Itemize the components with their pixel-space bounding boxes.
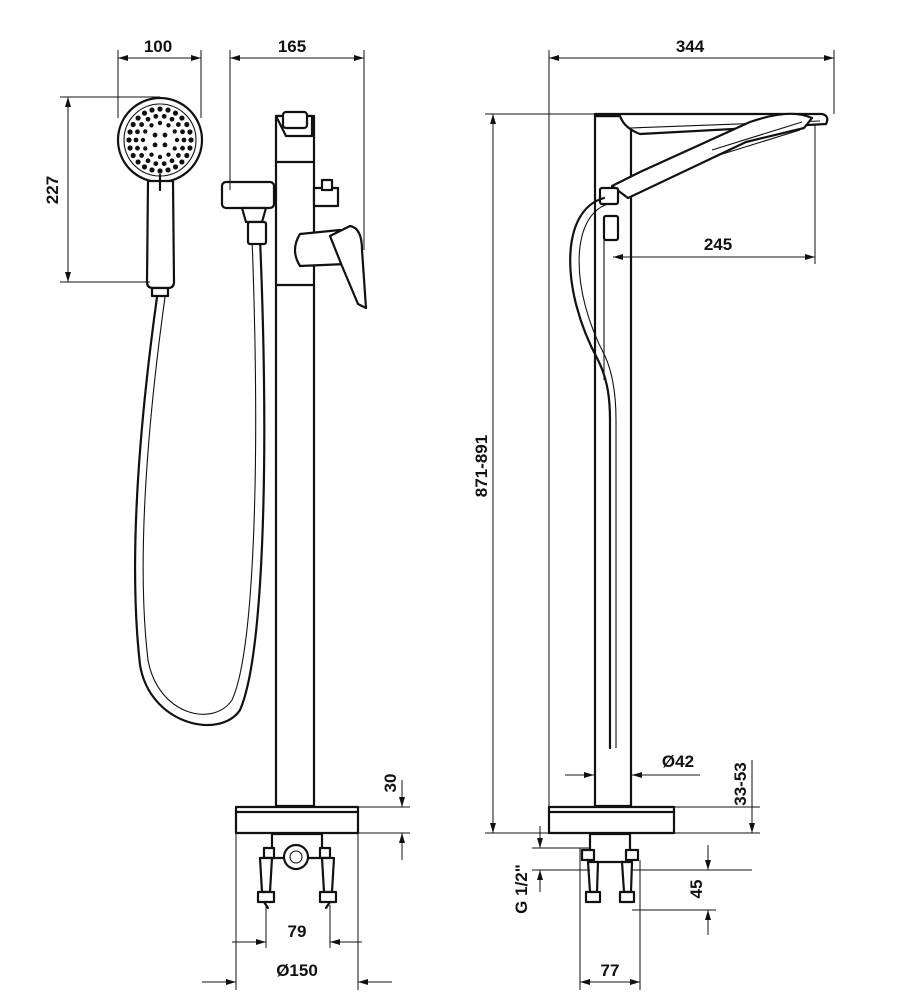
nozzle-dot <box>181 137 187 143</box>
nozzle-dot <box>166 152 171 157</box>
dim-spout-projection: 165 <box>278 37 306 56</box>
nozzle-dot <box>162 132 168 138</box>
nozzle-dot <box>139 122 145 127</box>
nozzle-dot <box>153 113 159 119</box>
nozzle-dot <box>130 152 136 159</box>
nozzle-dot <box>174 137 180 143</box>
nozzle-dot <box>149 107 155 113</box>
nozzle-dot <box>184 152 190 159</box>
nozzle-dot <box>145 158 151 164</box>
side-floor-fixing <box>580 832 640 904</box>
dimension-labels: 100 165 227 344 245 871-891 Ø42 30 33-53… <box>43 37 750 980</box>
nozzle-dot <box>165 167 171 173</box>
nozzle-dot <box>149 152 154 157</box>
nozzle-dot <box>166 123 171 128</box>
dim-overall-depth: 344 <box>676 37 705 56</box>
nozzle-dot <box>149 123 154 128</box>
nozzle-dot <box>130 121 136 128</box>
nozzle-dot <box>175 122 181 127</box>
nozzle-dot <box>179 159 185 165</box>
nozzle-dot <box>127 145 133 151</box>
nozzle-dot <box>135 145 140 151</box>
dim-leg-spacing-front: 79 <box>288 922 307 941</box>
nozzle-dot <box>179 115 185 121</box>
dimension-lines <box>60 50 835 990</box>
nozzle-dot <box>162 142 168 148</box>
nozzle-dot <box>157 154 163 160</box>
nozzle-dot <box>169 116 175 122</box>
front-view <box>116 96 368 910</box>
nozzle-dot <box>172 164 179 170</box>
dim-connection-thread: G 1/2" <box>512 864 531 914</box>
dim-column-diameter: Ø42 <box>662 752 694 771</box>
nozzle-dot <box>141 110 148 116</box>
side-hose <box>569 196 612 750</box>
dim-overall-height: 871-891 <box>472 435 491 497</box>
nozzle-dot <box>180 129 185 135</box>
nozzle-dot <box>143 146 148 151</box>
nozzle-dot <box>172 110 179 116</box>
nozzle-dot <box>157 106 163 112</box>
nozzle-dot <box>153 161 159 167</box>
dim-leg-spacing-side: 77 <box>601 961 620 980</box>
dim-shower-head-width: 100 <box>144 37 172 56</box>
front-floor-fixing <box>256 832 338 910</box>
shower-hose <box>134 236 266 727</box>
nozzle-dot <box>175 153 181 158</box>
hand-shower <box>116 96 204 298</box>
nozzle-dot <box>172 129 177 134</box>
nozzle-dot <box>149 167 155 173</box>
side-view <box>547 112 829 904</box>
nozzle-dot <box>169 158 175 164</box>
dim-holder-reach: 245 <box>704 235 732 254</box>
nozzle-dot <box>161 161 167 167</box>
nozzle-dot <box>135 159 141 165</box>
nozzle-dot <box>187 145 193 151</box>
nozzle-dot <box>180 145 185 151</box>
front-column <box>274 114 316 808</box>
nozzle-dot <box>161 113 167 119</box>
nozzle-dot <box>133 137 139 143</box>
nozzle-dot <box>157 168 163 174</box>
nozzle-dot <box>145 116 151 122</box>
nozzle-dot <box>184 121 190 128</box>
nozzle-dot <box>135 115 141 121</box>
nozzle-dot <box>127 129 133 135</box>
nozzle-dot <box>143 129 148 134</box>
nozzle-dot <box>152 142 158 148</box>
nozzle-dot <box>126 137 132 143</box>
nozzle-dot <box>157 120 163 126</box>
nozzle-dot <box>187 129 193 135</box>
nozzle-dot <box>188 137 194 143</box>
dim-base-diameter: Ø150 <box>276 961 318 980</box>
dim-plinth-height: 30 <box>381 774 400 793</box>
nozzle-dot <box>152 132 158 138</box>
dim-connection-depth: 45 <box>687 880 706 899</box>
mixer-lever <box>328 224 368 310</box>
dim-plinth-adjust: 33-53 <box>731 762 750 805</box>
dim-shower-head-length: 227 <box>43 176 62 204</box>
nozzle-pattern <box>126 106 194 174</box>
nozzle-dot <box>139 153 145 158</box>
nozzle-dot <box>165 107 171 113</box>
nozzle-dot <box>141 164 148 170</box>
nozzle-dot <box>135 129 140 135</box>
nozzle-dot <box>140 137 146 143</box>
nozzle-dot <box>172 146 177 151</box>
